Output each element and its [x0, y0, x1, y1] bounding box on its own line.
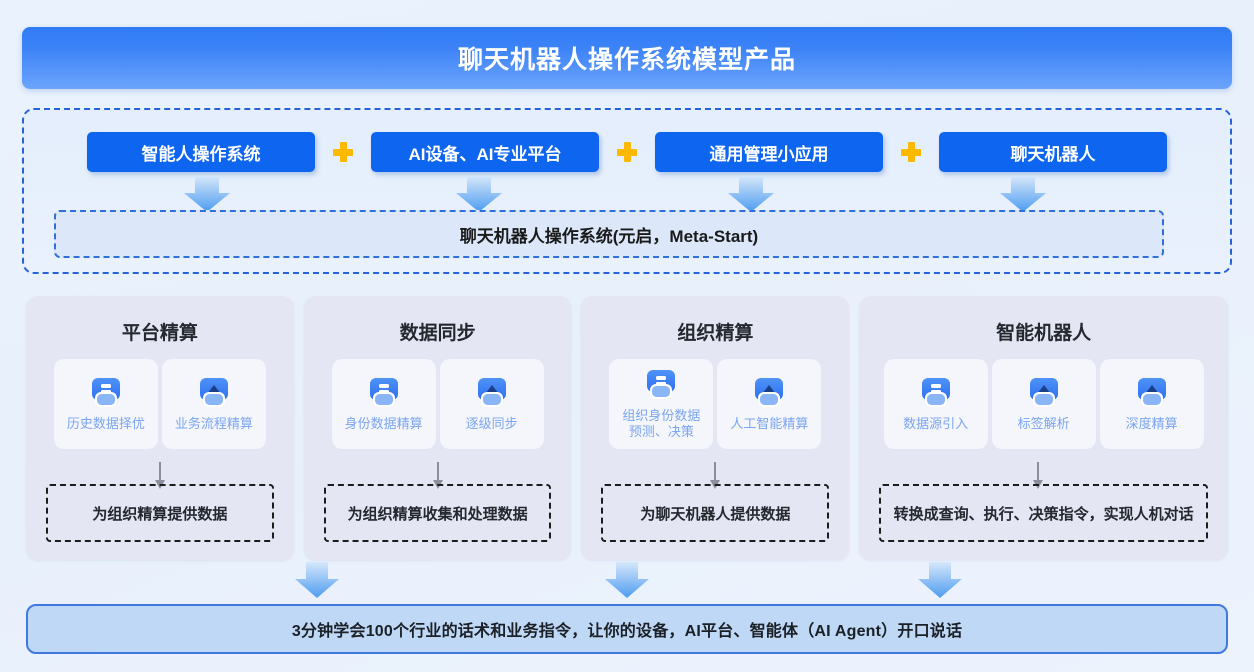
module-tile[interactable]: 业务流程精算: [162, 359, 266, 449]
component-chip-1-label: 智能人操作系统: [142, 140, 261, 165]
image-mountain-icon: [1027, 376, 1061, 410]
card-outcome-text: 为组织精算收集和处理数据: [342, 503, 534, 524]
module-tile-label: 标签解析: [1018, 416, 1070, 432]
plus-icon: [333, 142, 353, 162]
module-card-row: 平台精算: [26, 296, 1228, 560]
module-tile-row: 历史数据择优: [38, 359, 282, 449]
plus-icon: [901, 142, 921, 162]
module-tile[interactable]: 标签解析: [992, 359, 1096, 449]
database-icon: [367, 376, 401, 410]
database-icon: [89, 376, 123, 410]
card-outcome-text: 为聊天机器人提供数据: [634, 503, 796, 524]
module-card-title: 智能机器人: [871, 318, 1216, 345]
module-card-platform: 平台精算: [26, 296, 294, 560]
component-chip-2-label: AI设备、AI专业平台: [409, 140, 562, 165]
plus-separator-1: [315, 132, 371, 172]
module-tile-label: 组织身份数据 预测、决策: [622, 408, 700, 441]
composition-section: 智能人操作系统 AI设备、AI专业平台 通用管理小应用 聊天机器人: [22, 108, 1232, 274]
module-tile[interactable]: 组织身份数据 预测、决策: [609, 359, 713, 449]
module-tile-label: 身份数据精算: [345, 416, 423, 432]
component-chip-3[interactable]: 通用管理小应用: [655, 132, 883, 172]
module-tile[interactable]: 历史数据择优: [54, 359, 158, 449]
card-outcome-note: 为组织精算收集和处理数据: [324, 484, 552, 542]
image-mountain-icon: [197, 376, 231, 410]
footer-summary-text: 3分钟学会100个行业的话术和业务指令，让你的设备，AI平台、智能体（AI Ag…: [292, 617, 962, 641]
card-outcome-note: 为组织精算提供数据: [46, 484, 274, 542]
module-card-robot: 智能机器人 数据源引入: [859, 296, 1228, 560]
module-tile[interactable]: 逐级同步: [440, 359, 544, 449]
footer-summary-bar: 3分钟学会100个行业的话术和业务指令，让你的设备，AI平台、智能体（AI Ag…: [26, 604, 1228, 654]
module-tile-label: 人工智能精算: [730, 416, 808, 432]
module-card-organization: 组织精算 组织身份数据 预测、决策: [581, 296, 849, 560]
module-card-title: 组织精算: [593, 318, 837, 345]
module-tile-row: 组织身份数据 预测、决策 人工智能精算: [593, 359, 837, 449]
card-outcome-note: 转换成查询、执行、决策指令，实现人机对话: [879, 484, 1208, 542]
module-tile[interactable]: 深度精算: [1100, 359, 1204, 449]
module-tile[interactable]: 数据源引入: [884, 359, 988, 449]
component-chip-row: 智能人操作系统 AI设备、AI专业平台 通用管理小应用 聊天机器人: [24, 132, 1230, 172]
platform-band: 聊天机器人操作系统(元启，Meta-Start): [54, 210, 1164, 258]
card-outcome-text: 转换成查询、执行、决策指令，实现人机对话: [888, 503, 1200, 524]
module-card-title: 平台精算: [38, 318, 282, 345]
module-tile-row: 身份数据精算 逐级同步: [316, 359, 560, 449]
module-tile-label: 历史数据择优: [67, 416, 145, 432]
chip-down-arrow-1: [184, 176, 230, 212]
module-tile-label: 逐级同步: [466, 416, 518, 432]
component-chip-1[interactable]: 智能人操作系统: [87, 132, 315, 172]
component-chip-3-label: 通用管理小应用: [710, 140, 829, 165]
chip-down-arrow-3: [728, 176, 774, 212]
card-down-arrow-2: [605, 562, 649, 598]
component-chip-4[interactable]: 聊天机器人: [939, 132, 1167, 172]
image-mountain-icon: [1135, 376, 1169, 410]
module-card-title: 数据同步: [316, 318, 560, 345]
image-mountain-icon: [475, 376, 509, 410]
card-down-arrow-3: [918, 562, 962, 598]
page-title-bar: 聊天机器人操作系统模型产品: [22, 27, 1232, 89]
card-down-arrow-1: [295, 562, 339, 598]
card-outcome-text: 为组织精算提供数据: [86, 503, 233, 524]
module-tile-label: 业务流程精算: [175, 416, 253, 432]
platform-band-label: 聊天机器人操作系统(元启，Meta-Start): [460, 222, 758, 247]
module-tile-label: 数据源引入: [903, 416, 968, 432]
database-icon: [919, 376, 953, 410]
image-mountain-icon: [752, 376, 786, 410]
chip-down-arrow-4: [1000, 176, 1046, 212]
module-tile-row: 数据源引入 标签解析: [871, 359, 1216, 449]
module-tile[interactable]: 人工智能精算: [717, 359, 821, 449]
plus-separator-3: [883, 132, 939, 172]
database-icon: [644, 368, 678, 402]
component-chip-2[interactable]: AI设备、AI专业平台: [371, 132, 599, 172]
module-card-datasync: 数据同步 身份数据精算: [304, 296, 572, 560]
component-chip-4-label: 聊天机器人: [1011, 140, 1096, 165]
page-title: 聊天机器人操作系统模型产品: [458, 40, 796, 76]
card-outcome-note: 为聊天机器人提供数据: [601, 484, 829, 542]
plus-separator-2: [599, 132, 655, 172]
module-tile[interactable]: 身份数据精算: [332, 359, 436, 449]
plus-icon: [617, 142, 637, 162]
chip-down-arrow-2: [456, 176, 502, 212]
module-tile-label: 深度精算: [1126, 416, 1178, 432]
